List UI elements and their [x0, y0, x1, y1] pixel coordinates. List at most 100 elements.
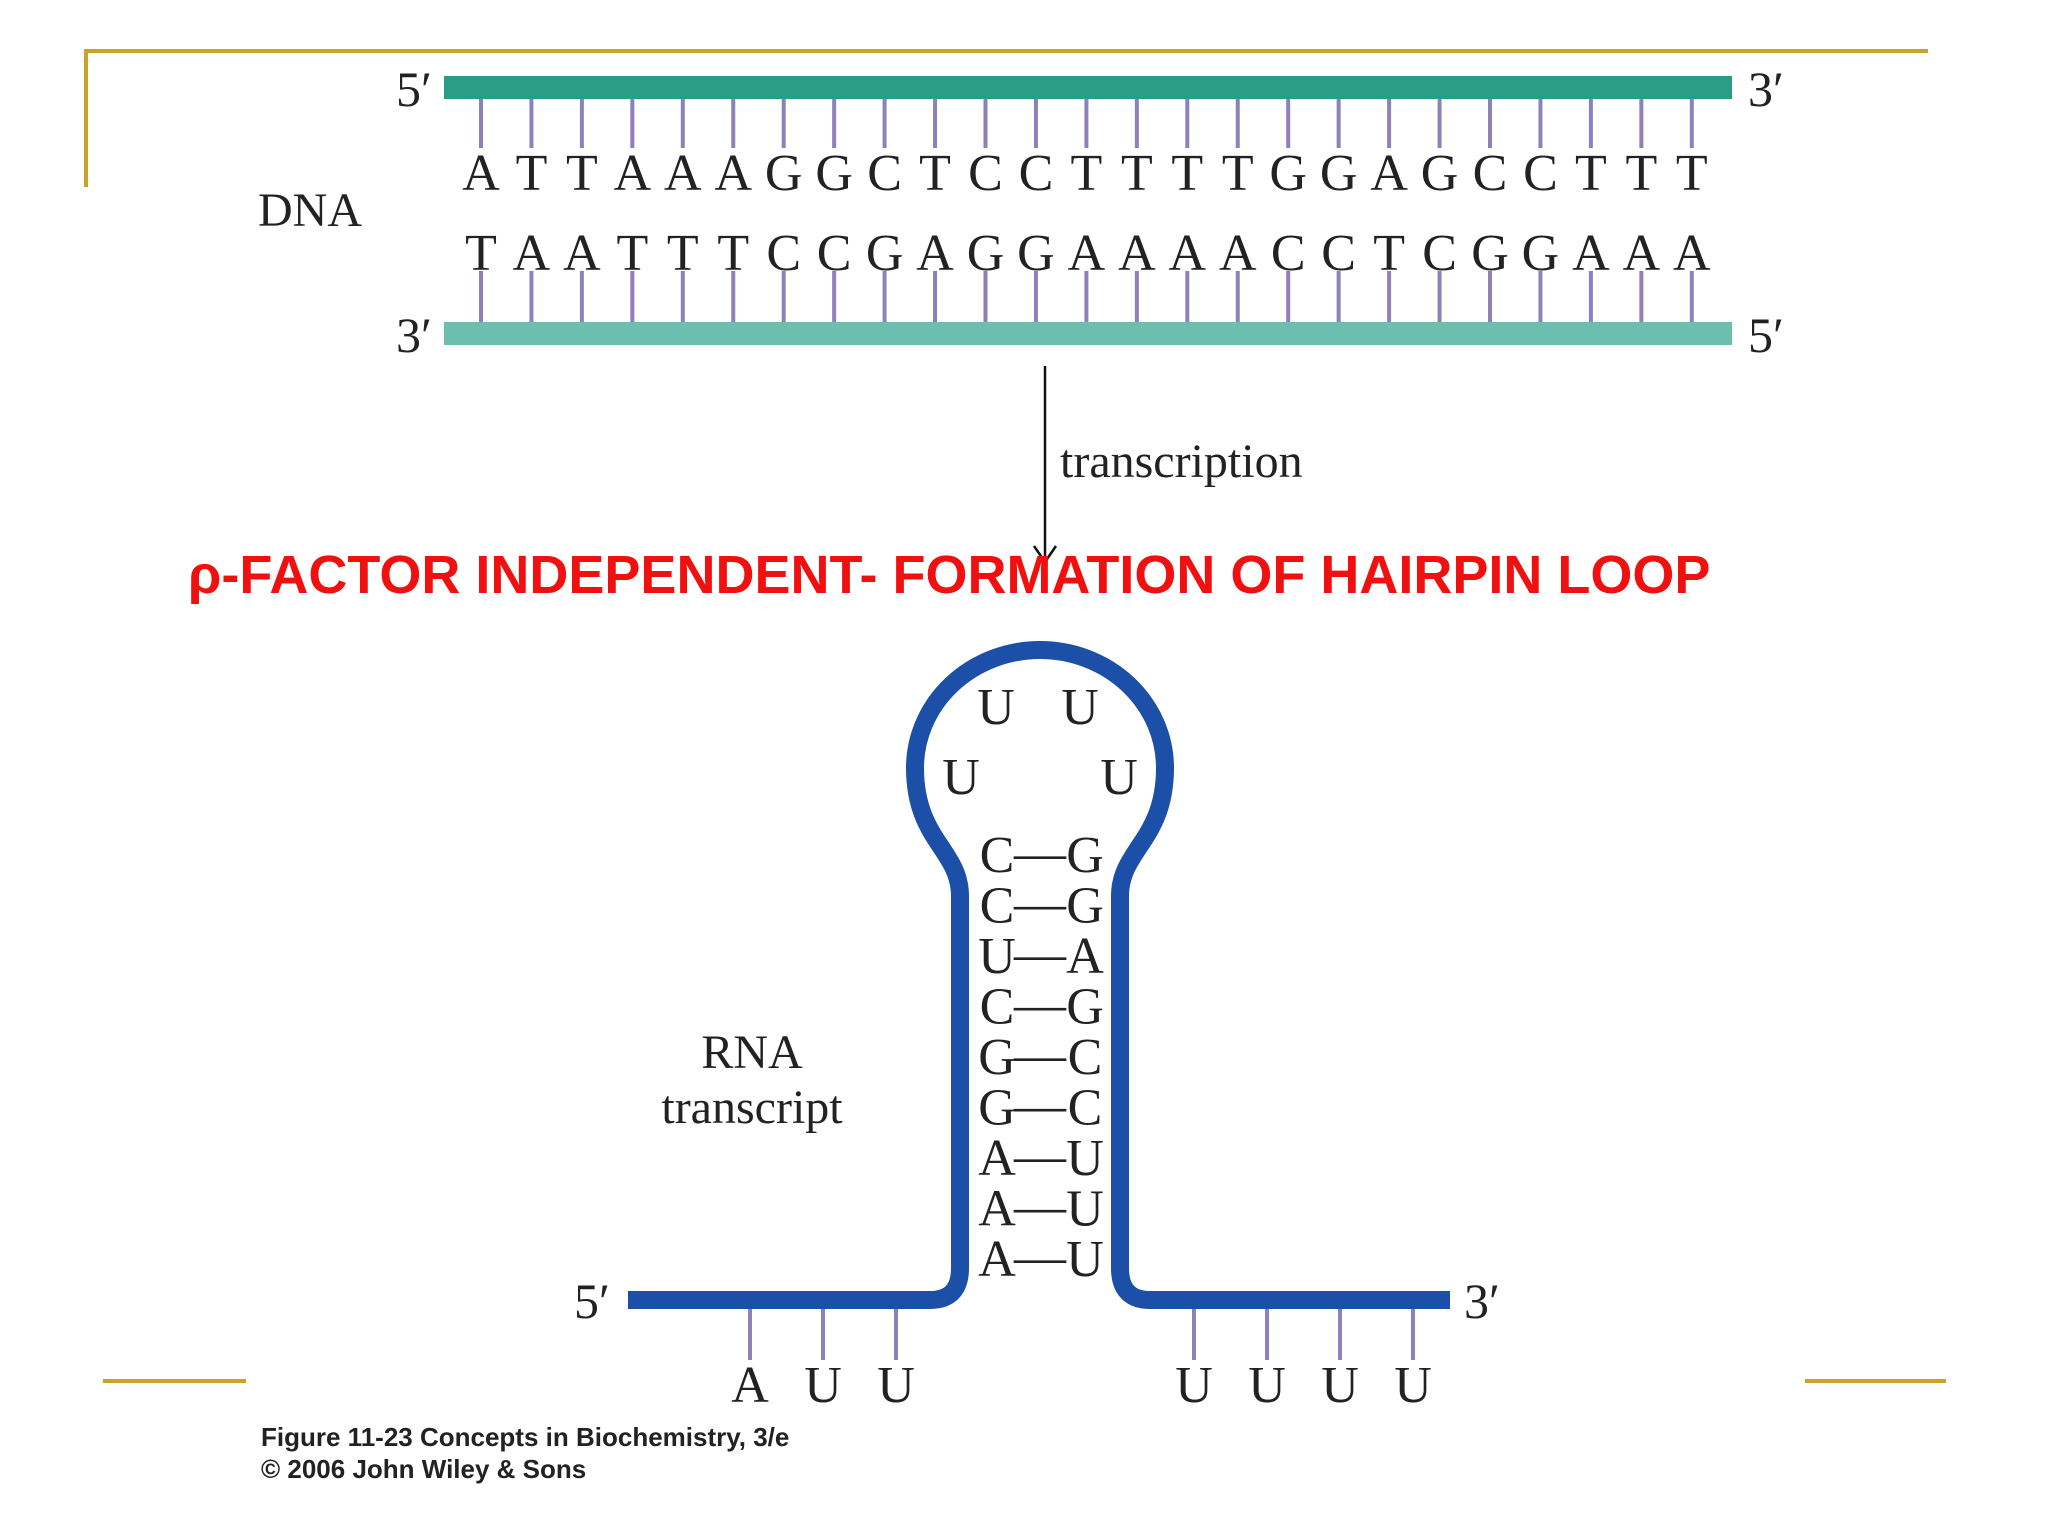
rna-label-line2: transcript	[661, 1081, 843, 1134]
dna-bottom-base: C	[766, 225, 801, 282]
loop-base-right: U	[1100, 749, 1138, 806]
dna-bottom-base: C	[1422, 225, 1457, 282]
stem-pair-bond: —	[1013, 1027, 1067, 1084]
tail-base-ticks	[748, 1309, 1415, 1360]
dna-top-base: G	[1421, 145, 1459, 202]
dna-bottom-base: T	[616, 225, 648, 282]
left-tail-base: A	[731, 1357, 769, 1414]
stem-pair-right-base: G	[1066, 827, 1104, 884]
stem-pair-bond: —	[1013, 1128, 1067, 1185]
stem-pair-right-base: G	[1066, 979, 1104, 1036]
dna-bottom-base: T	[465, 225, 497, 282]
stem-pair-left-base: C	[980, 827, 1015, 884]
dna-bottom-3prime: 3′	[396, 307, 432, 363]
dna-top-base: C	[867, 145, 902, 202]
dna-label: DNA	[258, 184, 362, 237]
stem-pair-left-base: A	[978, 1231, 1016, 1288]
dna-top-base: T	[566, 145, 598, 202]
stem-pair-right-base: U	[1066, 1231, 1104, 1288]
stem-pair-right-base: G	[1066, 878, 1104, 935]
stem-pair-bond: —	[1013, 876, 1067, 933]
stem-pair-bond: —	[1013, 1078, 1067, 1135]
figure-caption: Figure 11-23 Concepts in Biochemistry, 3…	[261, 1422, 789, 1484]
stem-pair-bond: —	[1013, 926, 1067, 983]
dna-top-base: T	[1171, 145, 1203, 202]
stem-pair-left-base: A	[978, 1130, 1016, 1187]
stem-pair-right-base: C	[1068, 1029, 1103, 1086]
dna-top-strand	[444, 76, 1732, 99]
dna-top-base: T	[1575, 145, 1607, 202]
rna-backbone	[628, 641, 1450, 1309]
dna-bottom-base: C	[817, 225, 852, 282]
caption-line1: Figure 11-23 Concepts in Biochemistry, 3…	[261, 1422, 789, 1452]
dna-top-base: C	[1523, 145, 1558, 202]
stem-base-pairs: C—GC—GU—AC—GG—CG—CA—UA—UA—U	[978, 825, 1104, 1288]
dna-bottom-base: T	[1373, 225, 1405, 282]
left-tail-base: U	[804, 1357, 842, 1414]
dna-bottom-base: A	[513, 225, 551, 282]
dna-bottom-base: T	[717, 225, 749, 282]
right-tail-base: U	[1248, 1357, 1286, 1414]
dna-bottom-base: A	[1673, 225, 1711, 282]
dna-top-base: C	[1019, 145, 1054, 202]
dna-bottom-base: A	[1219, 225, 1257, 282]
dna-bottom-5prime: 5′	[1748, 307, 1784, 363]
dna-top-base: A	[714, 145, 752, 202]
stem-pair-left-base: G	[978, 1029, 1016, 1086]
dna-bottom-base: G	[967, 225, 1005, 282]
dna-top-base: A	[614, 145, 652, 202]
stem-pair-left-base: C	[980, 979, 1015, 1036]
stem-pair-left-base: U	[978, 928, 1016, 985]
dna-top-base-ticks	[479, 99, 1694, 148]
right-tail-base: U	[1321, 1357, 1359, 1414]
dna-top-base: T	[516, 145, 548, 202]
arrow-head	[1032, 545, 1058, 565]
loop-base-left: U	[942, 749, 980, 806]
rna-section: RNA transcript 5′ 3′ U U U U C—GC—GU—AC—…	[574, 641, 1500, 1414]
dna-bottom-base: G	[1522, 225, 1560, 282]
dna-top-5prime: 5′	[396, 61, 432, 117]
stem-pair-bond: —	[1013, 977, 1067, 1034]
dna-top-base: T	[919, 145, 951, 202]
stem-pair-right-base: A	[1066, 928, 1104, 985]
right-tail-base: U	[1175, 1357, 1213, 1414]
stem-pair-bond: —	[1013, 825, 1067, 882]
dna-bottom-base: G	[866, 225, 904, 282]
dna-bottom-base: G	[1471, 225, 1509, 282]
dna-top-base: G	[1269, 145, 1307, 202]
dna-bottom-base: C	[1321, 225, 1356, 282]
dna-bottom-base: A	[1169, 225, 1207, 282]
stem-pair-bond: —	[1013, 1229, 1067, 1286]
dna-bottom-base: A	[916, 225, 954, 282]
right-tail-base: U	[1394, 1357, 1432, 1414]
loop-base-top-right: U	[1061, 679, 1099, 736]
dna-top-3prime: 3′	[1748, 61, 1784, 117]
transcription-arrow: transcription	[1032, 366, 1303, 565]
rna-3prime: 3′	[1464, 1273, 1500, 1329]
dna-top-base: C	[1473, 145, 1508, 202]
dna-bottom-base: C	[1271, 225, 1306, 282]
dna-bottom-base: A	[1572, 225, 1610, 282]
dna-bottom-base: G	[1017, 225, 1055, 282]
stem-pair-left-base: A	[978, 1181, 1016, 1238]
rna-label-line1: RNA	[701, 1026, 803, 1079]
stem-pair-right-base: C	[1068, 1080, 1103, 1137]
slide-frame	[84, 49, 1946, 1383]
rna-5prime: 5′	[574, 1273, 610, 1329]
dna-top-base: G	[765, 145, 803, 202]
dna-top-base: A	[1370, 145, 1408, 202]
stem-pair-left-base: C	[980, 878, 1015, 935]
dna-top-base: A	[664, 145, 702, 202]
dna-top-base: T	[1071, 145, 1103, 202]
stem-pair-right-base: U	[1066, 1130, 1104, 1187]
dna-top-base: G	[1320, 145, 1358, 202]
stem-pair-left-base: G	[978, 1080, 1016, 1137]
dna-top-base: C	[968, 145, 1003, 202]
dna-top-base: T	[1222, 145, 1254, 202]
